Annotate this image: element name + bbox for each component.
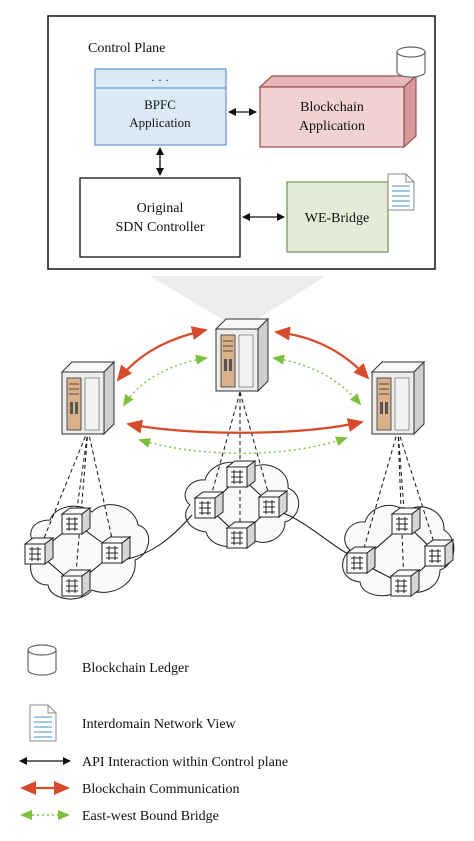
cloud-middle: [184, 461, 299, 547]
bpfc-label-line1: BPFC: [144, 97, 176, 112]
link-left-middle: [122, 514, 193, 561]
webridge-label: WE-Bridge: [305, 211, 370, 226]
legend-ledger-label: Blockchain Ledger: [82, 661, 189, 676]
legend: Blockchain Ledger Interdomain Network Vi…: [19, 644, 288, 824]
legend-network-view-label: Interdomain Network View: [82, 717, 237, 732]
legend-ew-bridge-label: East-west Bound Bridge: [82, 809, 219, 824]
switch-icon: [61, 507, 91, 535]
switch-icon: [424, 539, 454, 567]
controller-server-center-icon: [215, 318, 269, 392]
switch-icon: [24, 537, 54, 565]
network-view-document-icon: [387, 173, 415, 211]
switch-icon: [226, 521, 256, 549]
legend-ledger-icon: [27, 644, 57, 676]
ew-bridge-arrow-right: [272, 354, 362, 406]
switch-icon: [61, 569, 91, 597]
blockchain-comm-arrow-bottom: [126, 418, 364, 434]
switch-icon: [226, 460, 256, 488]
network-topology: [24, 318, 455, 600]
blockchain-application-box: Blockchain Application: [258, 74, 418, 149]
bpfc-dots: · · ·: [151, 73, 169, 87]
link-middle-right: [279, 511, 351, 556]
blockchain-app-label-line1: Blockchain: [300, 100, 364, 115]
switch-icon: [391, 507, 421, 535]
controller-server-right-icon: [371, 361, 425, 435]
ew-bridge-arrow-bottom: [138, 436, 348, 454]
legend-blockchain-comm-label: Blockchain Communication: [82, 782, 239, 797]
blockchain-app-label-line2: Application: [299, 119, 365, 134]
switch-icon: [194, 491, 224, 519]
projection-cone: [150, 276, 326, 330]
cloud-left: [30, 504, 149, 600]
ew-bridge-arrow-left: [122, 354, 208, 407]
blockchain-comm-arrow-right: [274, 326, 370, 380]
bpfc-application-box: · · · BPFC Application: [94, 68, 227, 146]
switch-icon: [101, 536, 131, 564]
sdn-controller-box: Original SDN Controller: [79, 177, 241, 258]
switch-icon: [390, 569, 420, 597]
control-plane-title: Control Plane: [88, 41, 165, 56]
webridge-box: WE-Bridge: [286, 181, 389, 253]
cloud-right: [342, 504, 455, 597]
legend-network-view-icon: [29, 704, 57, 742]
switch-icon: [258, 490, 288, 518]
ledger-cylinder-icon: [396, 46, 426, 78]
switch-icon: [346, 546, 376, 574]
sdn-label-line2: SDN Controller: [115, 220, 204, 235]
legend-api-label: API Interaction within Control plane: [82, 755, 288, 770]
controller-server-left-icon: [61, 361, 115, 435]
bpfc-label-line2: Application: [129, 115, 191, 130]
sdn-label-line1: Original: [137, 201, 184, 216]
